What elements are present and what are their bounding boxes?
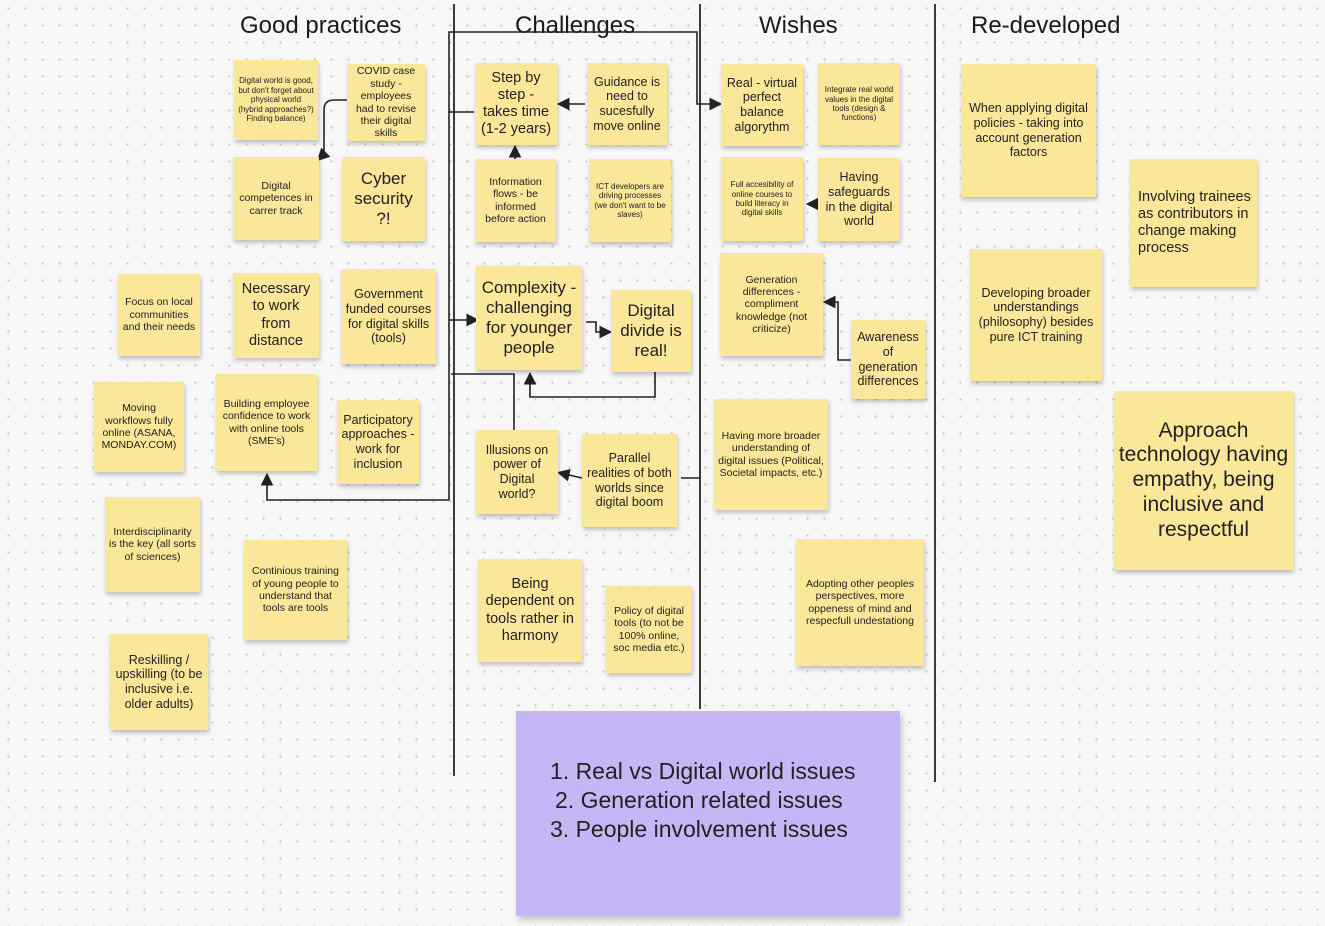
note-adopting-other[interactable]: Adopting other peoples perspectives, mor… <box>796 539 924 666</box>
note-integrate-real[interactable]: Integrate real world values in the digit… <box>818 63 900 145</box>
note-necessary-distance[interactable]: Necessary to work from distance <box>233 273 319 358</box>
note-complexity[interactable]: Complexity - challenging for younger peo… <box>476 266 582 370</box>
column-divider-2 <box>699 4 701 709</box>
note-cyber-security[interactable]: Cyber security ?! <box>342 157 425 241</box>
summary-item-2: 2. Generation related issues <box>555 787 843 813</box>
arrow-divide-to-complexity <box>523 371 656 398</box>
note-generation-differences[interactable]: Generation differences - compliment know… <box>720 253 823 356</box>
note-digital-divide[interactable]: Digital divide is real! <box>611 290 691 372</box>
note-policy-digital[interactable]: Policy of digital tools (to not be 100% … <box>606 586 692 673</box>
note-digital-world-good[interactable]: Digital world is good, but don't forget … <box>234 60 318 140</box>
note-information-flows[interactable]: Information flows - be informed before a… <box>475 159 556 242</box>
note-parallel-realities[interactable]: Parallel realities of both worlds since … <box>582 434 677 527</box>
note-continious-training[interactable]: Continious training of young people to u… <box>244 540 347 640</box>
summary-item-3: 3. People involvement issues <box>550 816 848 842</box>
note-step-by-step[interactable]: Step by step - takes time (1-2 years) <box>475 63 557 145</box>
note-participatory[interactable]: Participatory approaches - work for incl… <box>337 400 419 484</box>
column-header-challenges: Challenges <box>515 12 636 39</box>
arrow-parallel-to-illusions <box>556 468 583 482</box>
note-moving-workflows[interactable]: Moving workflows fully online (ASANA, MO… <box>94 382 184 472</box>
whiteboard-canvas[interactable]: Good practices Challenges Wishes Re-deve… <box>4 4 1320 922</box>
arrow-illusions-to-challenges-line <box>451 373 515 431</box>
note-focus-local[interactable]: Focus on local communities and their nee… <box>118 274 200 356</box>
note-having-safeguards[interactable]: Having safeguards in the digital world <box>818 158 900 241</box>
note-developing-broader[interactable]: Developing broader understandings (philo… <box>970 249 1102 381</box>
note-covid-case[interactable]: COVID case study - employees had to revi… <box>347 64 425 141</box>
arrow-awareness-to-generation <box>822 295 851 361</box>
note-full-accessibility[interactable]: Full accesibility of online courses to b… <box>721 157 803 241</box>
summary-item-1: 1. Real vs Digital world issues <box>550 758 856 784</box>
note-illusions[interactable]: Illusions on power of Digital world? <box>476 430 558 514</box>
note-being-dependent[interactable]: Being dependent on tools rather in harmo… <box>478 559 582 662</box>
note-real-virtual[interactable]: Real - virtual perfect balance algorythm <box>721 64 803 146</box>
note-interdisciplinarity[interactable]: Interdisciplinarity is the key (all sort… <box>105 497 200 592</box>
note-approach-technology[interactable]: Approach technology having empathy, bein… <box>1114 391 1293 570</box>
summary-note[interactable]: 1. Real vs Digital world issues 2. Gener… <box>516 711 900 916</box>
note-ict-developers[interactable]: ICT developers are driving processes (we… <box>589 159 671 242</box>
note-reskilling[interactable]: Reskilling / upskilling (to be inclusive… <box>110 634 208 730</box>
note-digital-competences[interactable]: Digital competences in carrer track <box>233 157 319 240</box>
note-building-confidence[interactable]: Building employee confidence to work wit… <box>216 374 317 471</box>
arrow-complexity-to-divide <box>586 321 613 339</box>
note-government-funded[interactable]: Government funded courses for digital sk… <box>341 269 436 364</box>
column-divider-1 <box>453 4 455 776</box>
note-guidance[interactable]: Guidance is need to sucesfully move onli… <box>587 63 667 145</box>
column-divider-3 <box>934 4 936 782</box>
arrow-to-digital-competences <box>316 99 347 162</box>
note-involving-trainees[interactable]: Involving trainees as contributors in ch… <box>1130 159 1257 287</box>
note-having-more[interactable]: Having more broader understanding of dig… <box>714 399 828 510</box>
note-when-applying[interactable]: When applying digital policies - taking … <box>961 64 1096 197</box>
column-header-wishes: Wishes <box>759 12 838 39</box>
column-header-redeveloped: Re-developed <box>971 12 1121 39</box>
column-header-good-practices: Good practices <box>240 12 402 39</box>
note-awareness[interactable]: Awareness of generation differences <box>851 320 925 399</box>
